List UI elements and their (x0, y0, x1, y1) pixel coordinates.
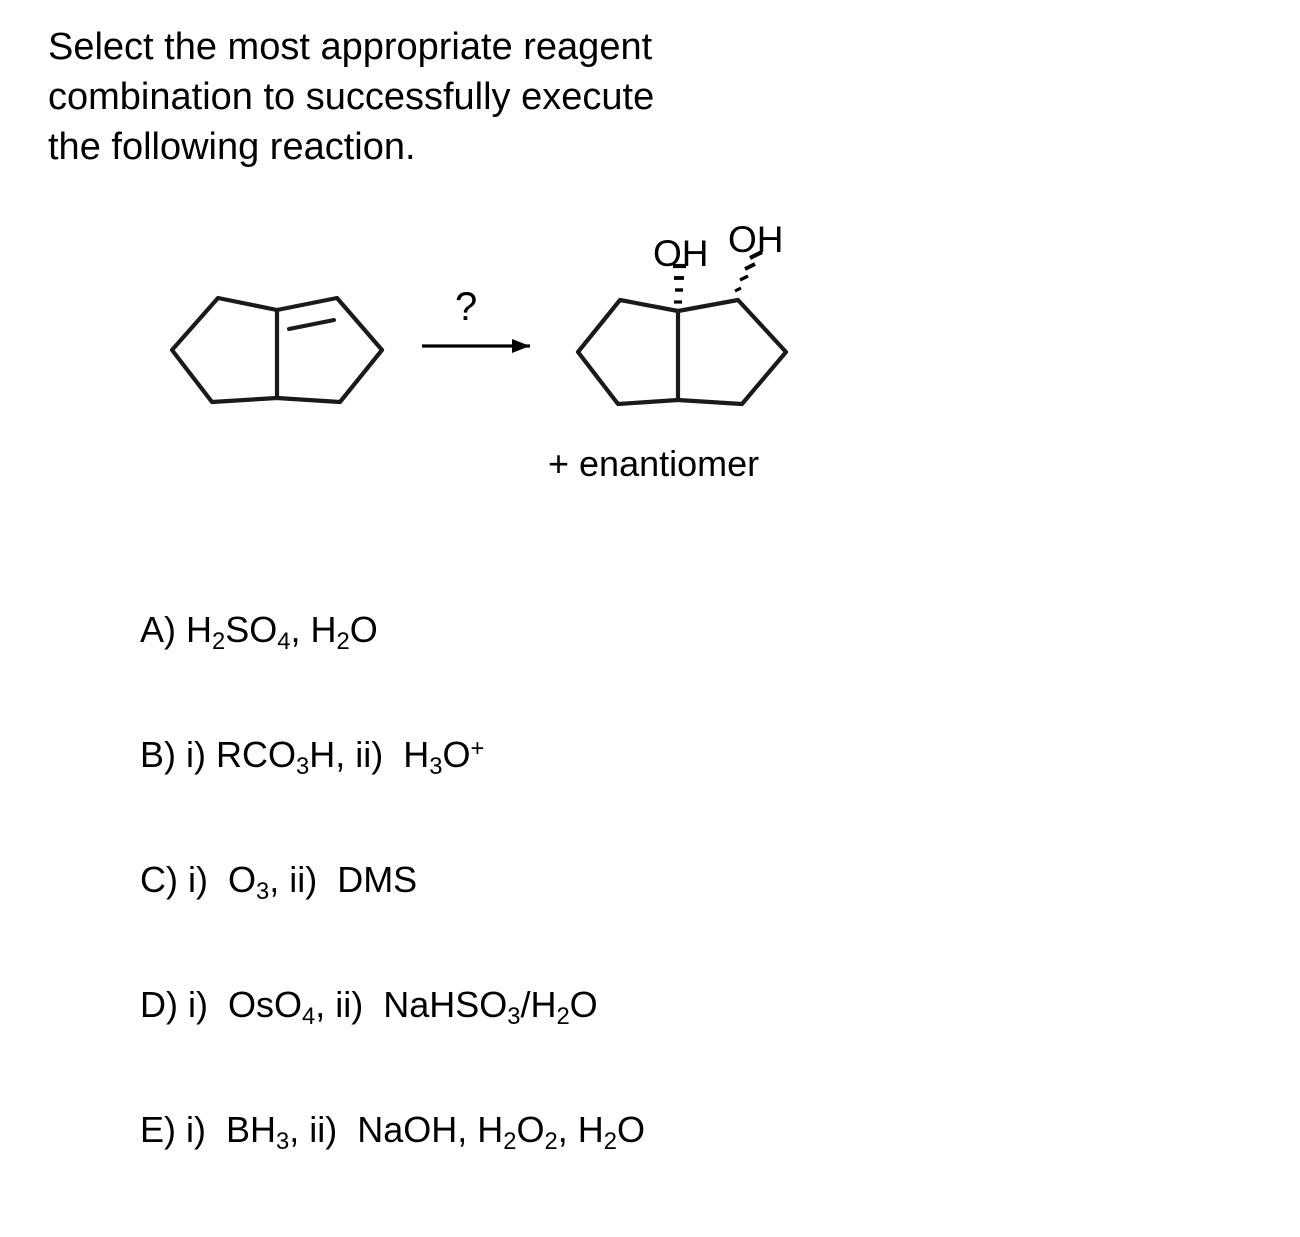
question-prompt: Select the most appropriate reagent comb… (48, 22, 928, 172)
product-structure: OH OH (575, 219, 789, 407)
reaction-scheme: ? (0, 210, 900, 510)
hashed-bond-right-oh (734, 250, 763, 293)
answer-choice-b[interactable]: B) i) RCO3H, ii) H3O+ (140, 734, 485, 780)
question-line-2: combination to successfully execute (48, 76, 655, 119)
reaction-arrow-group: ? (422, 285, 530, 353)
reactant-left-ring (169, 295, 280, 405)
arrow-head (512, 339, 530, 353)
answer-choice-d[interactable]: D) i) OsO4, ii) NaHSO3/H2O (140, 984, 598, 1030)
question-line-1: Select the most appropriate reagent (48, 26, 653, 68)
answer-choice-a[interactable]: A) H2SO4, H2O (140, 609, 378, 655)
reactant-right-ring (274, 295, 385, 405)
reactant-structure (169, 295, 385, 405)
answer-choice-c[interactable]: C) i) O3, ii) DMS (140, 859, 418, 905)
answer-choice-e[interactable]: E) i) BH3, ii) NaOH, H2O2, H2O (140, 1109, 645, 1155)
answer-choices-list: A) H2SO4, H2O B) i) RCO3H, ii) H3O+ C) i… (140, 612, 1140, 1237)
question-line-3: the following reaction. (48, 126, 416, 169)
hashed-bond-left-oh (673, 263, 686, 304)
enantiomer-note: + enantiomer (548, 443, 760, 484)
product-left-ring (575, 297, 681, 407)
reactant-double-bond-inner (287, 318, 336, 331)
oh-label-right: OH (728, 219, 784, 260)
product-right-ring (675, 297, 789, 407)
oh-label-left: OH (653, 233, 709, 274)
arrow-question-mark-label: ? (455, 285, 477, 329)
